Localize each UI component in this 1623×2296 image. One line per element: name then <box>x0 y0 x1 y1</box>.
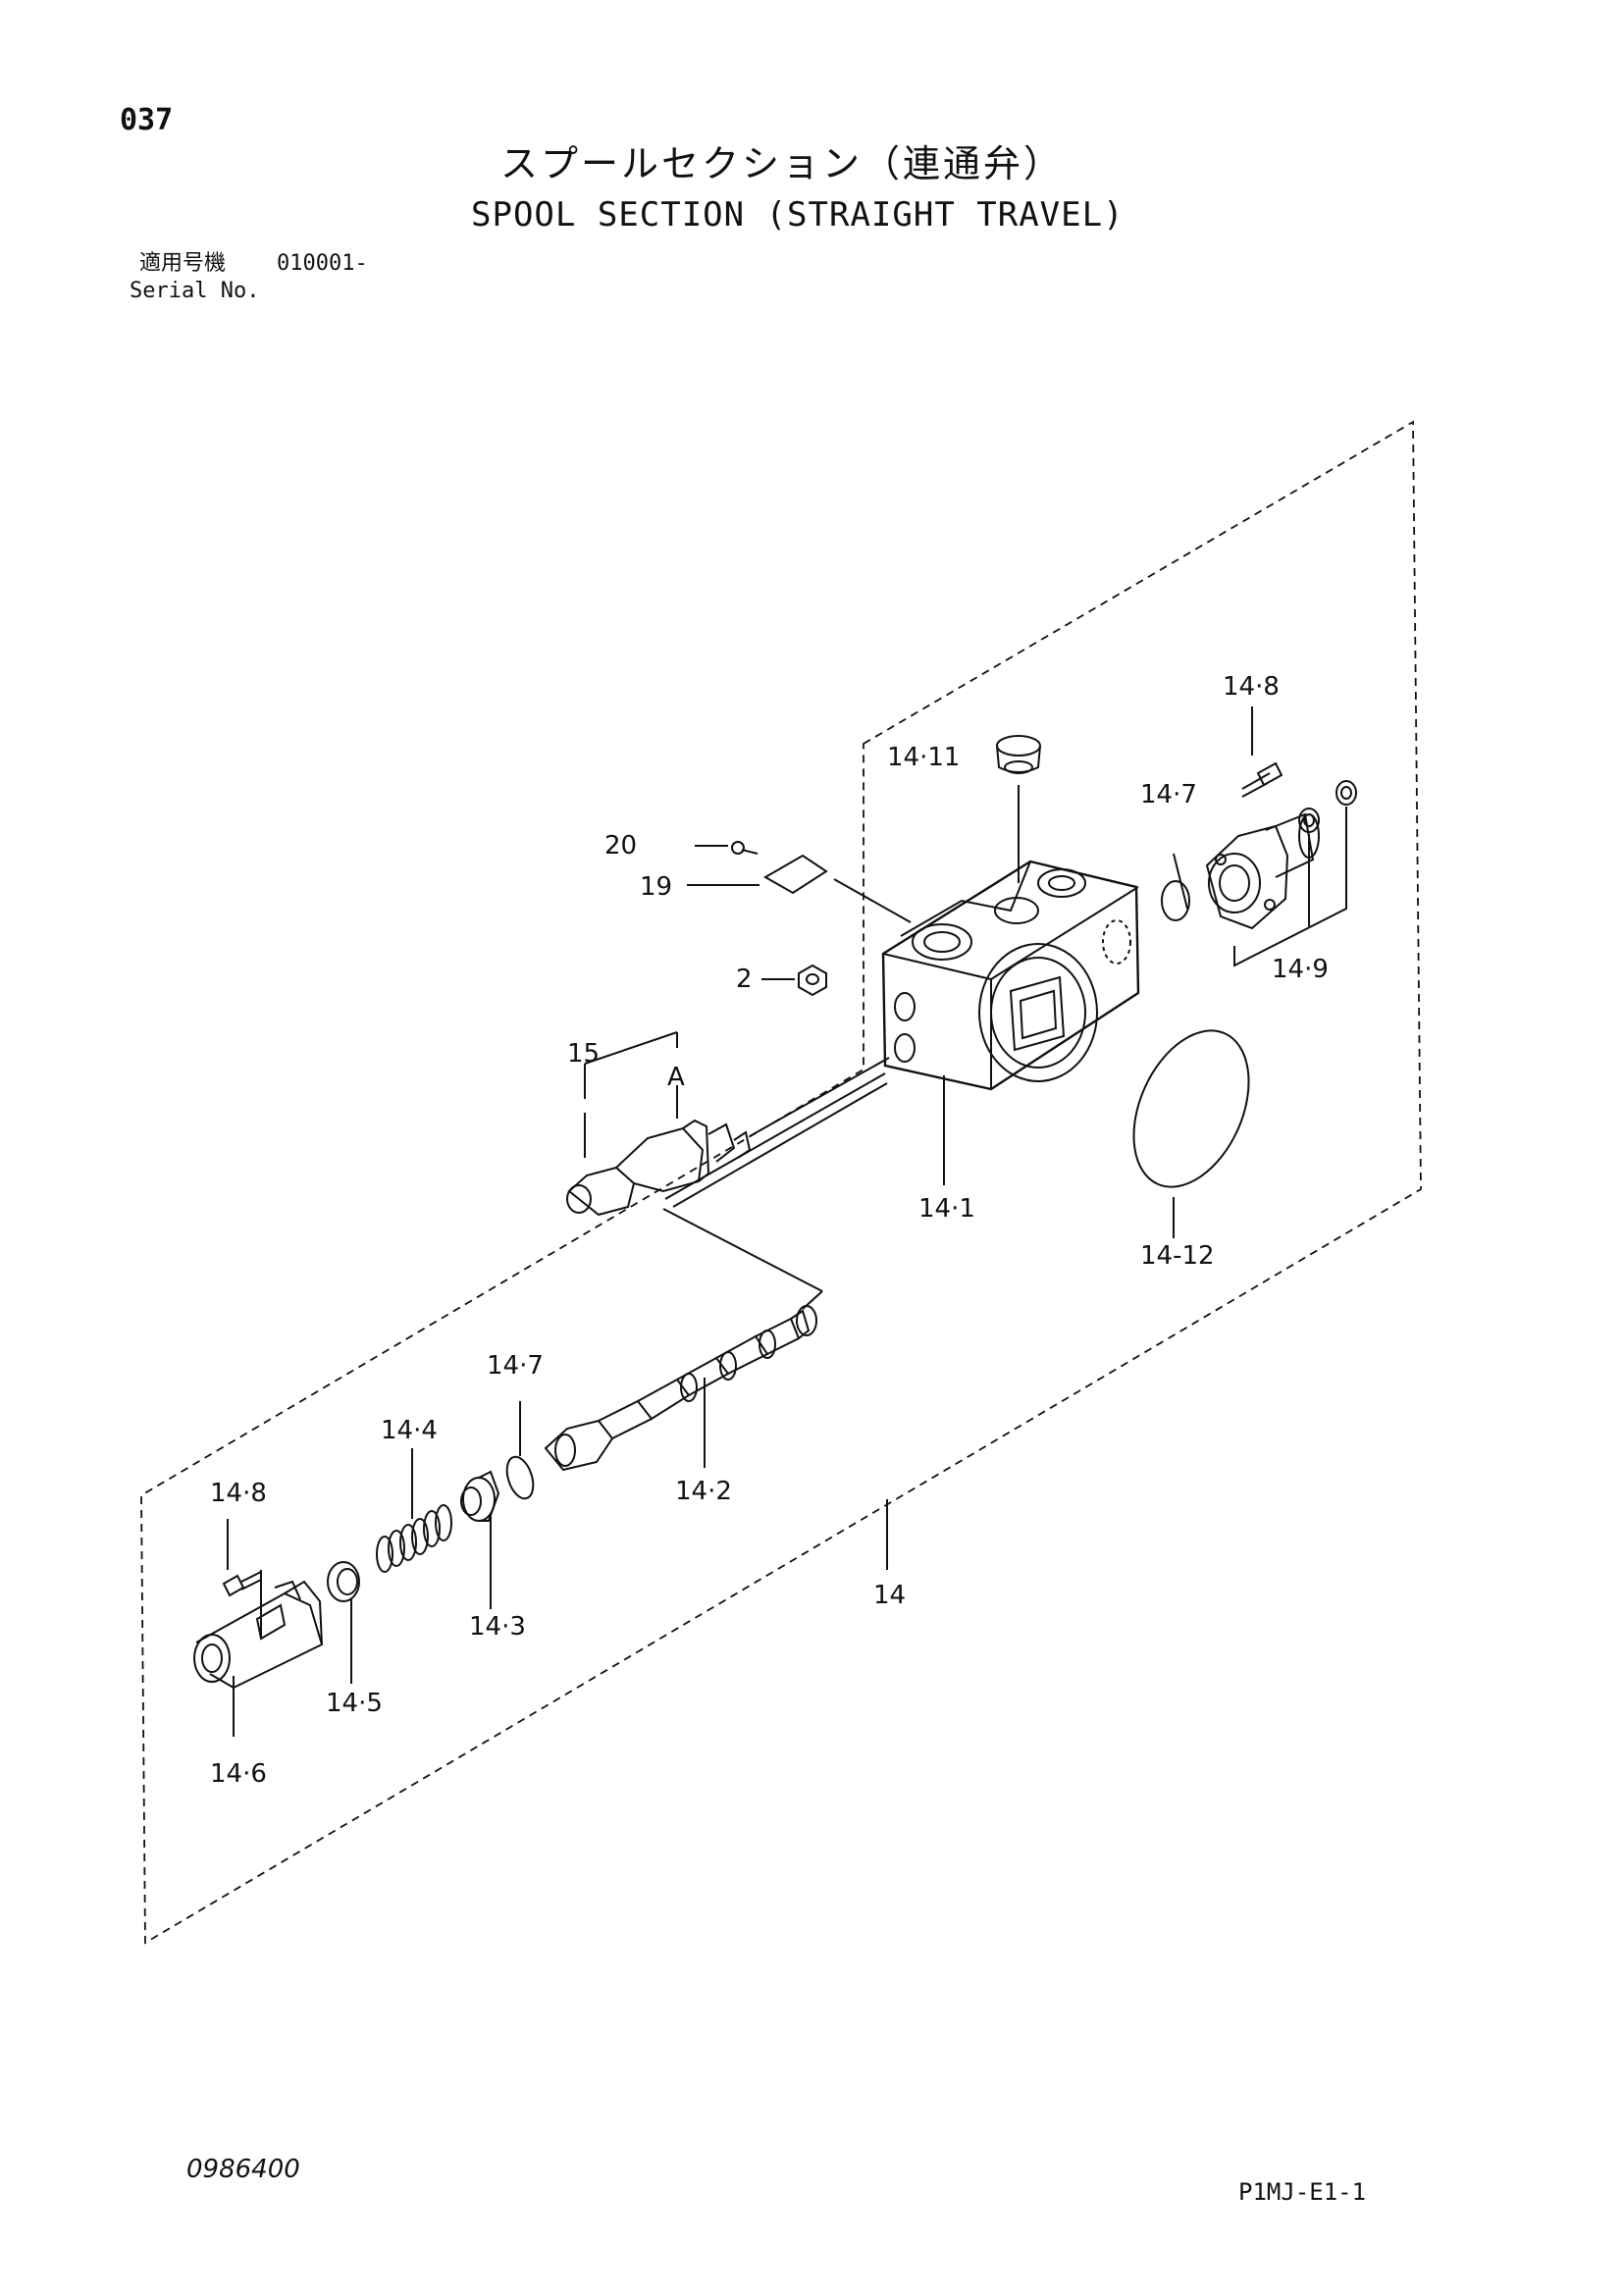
title-english: SPOOL SECTION (STRAIGHT TRAVEL) <box>471 195 1125 235</box>
spring-seat <box>460 1470 500 1609</box>
name-plate-group <box>687 841 912 997</box>
title-japanese: スプールセクション（連通弁） <box>500 142 1065 185</box>
callout-14-9: 14·9 <box>1272 955 1329 984</box>
o-ring-lower <box>505 1455 535 1500</box>
serial-label-japanese: 適用号機 <box>139 251 227 276</box>
callout-14-3: 14·3 <box>469 1612 526 1642</box>
callout-14-8-top: 14·8 <box>1223 672 1280 702</box>
spring-seat-cover <box>327 1561 360 1684</box>
plug <box>996 735 1041 883</box>
callout-14-2: 14·2 <box>675 1477 732 1506</box>
callout-14-1: 14·1 <box>918 1194 975 1224</box>
valve-housing <box>881 860 1140 1091</box>
callout-14-7-bottom: 14·7 <box>487 1351 544 1381</box>
drawing-code: P1MJ-E1-1 <box>1238 2178 1367 2206</box>
callout-14-5: 14·5 <box>326 1689 383 1718</box>
relief-valve <box>566 1031 890 1217</box>
callout-20: 20 <box>604 831 637 861</box>
callout-14-6: 14·6 <box>210 1759 267 1789</box>
large-o-ring <box>1132 1029 1250 1188</box>
o-ring-right <box>1161 880 1190 921</box>
callout-15: 15 <box>567 1039 600 1069</box>
page-number: 037 <box>120 103 174 137</box>
flange-assembly-right <box>1161 706 1357 967</box>
serial-label-english: Serial No. <box>130 279 260 303</box>
assembly-boundary-14 <box>140 420 1422 1945</box>
callout-labels: 14·8 14·11 14·7 20 19 2 14·9 15 A 14·1 1… <box>210 672 1329 1789</box>
spool-cap <box>193 1519 324 1737</box>
callout-2: 2 <box>736 965 753 994</box>
callout-14-4: 14·4 <box>381 1416 438 1445</box>
callout-14-11: 14·11 <box>887 743 960 772</box>
spool <box>544 1208 823 1472</box>
callout-14: 14 <box>873 1581 906 1610</box>
callout-port-a: A <box>667 1063 685 1092</box>
document-number: 0986400 <box>186 2155 300 2184</box>
callout-14-7-top: 14·7 <box>1140 780 1197 809</box>
serial-range: 010001- <box>277 251 368 276</box>
callout-14-12: 14-12 <box>1140 1241 1215 1271</box>
callout-19: 19 <box>640 872 672 902</box>
callout-14-8-bottom: 14·8 <box>210 1479 267 1508</box>
spring <box>376 1448 452 1573</box>
